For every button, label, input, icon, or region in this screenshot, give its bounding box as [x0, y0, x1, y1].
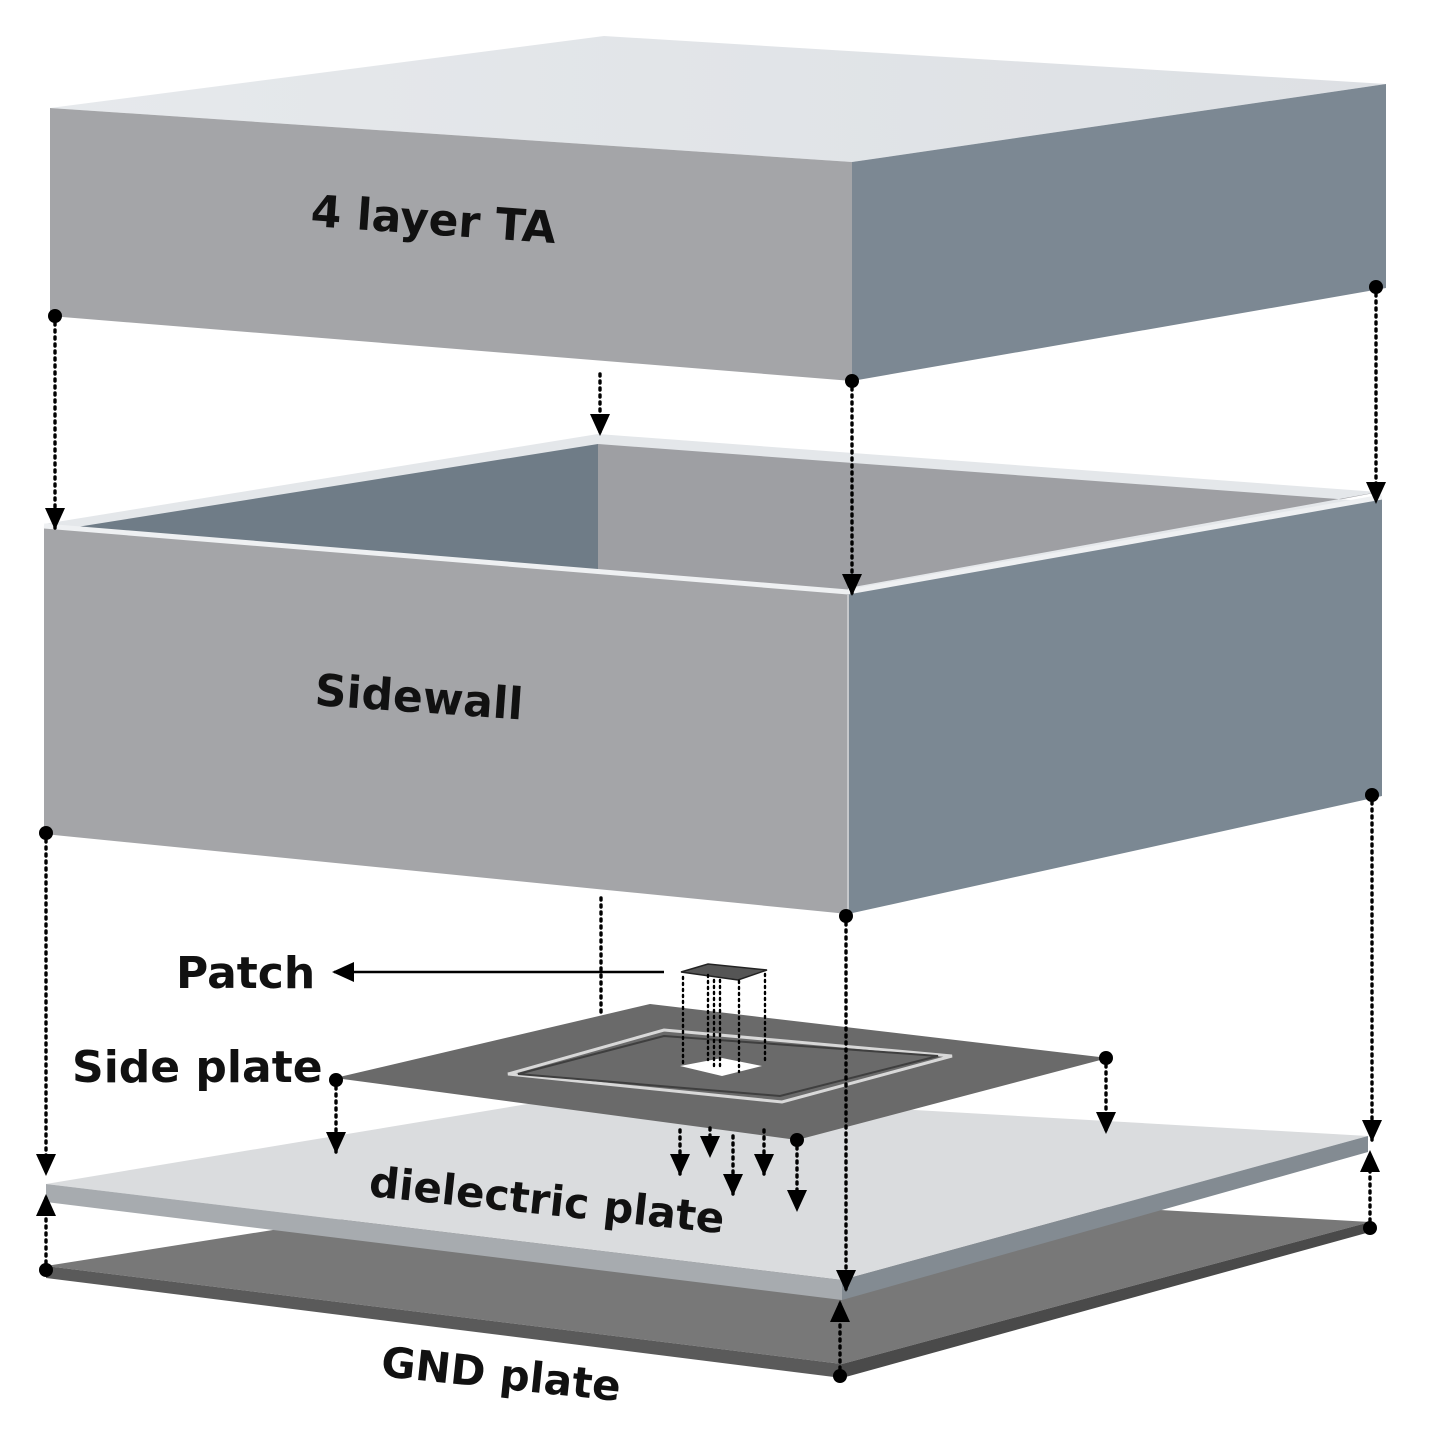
side-plate-inner-slot	[517, 1034, 939, 1098]
ta-block-front-face	[50, 108, 852, 381]
dielectric-plate-top	[46, 1092, 1368, 1280]
label-side-plate: Side plate	[72, 1042, 323, 1093]
sidewall-inner-back	[598, 437, 1374, 594]
dielectric-plate-side-edge	[842, 1136, 1368, 1300]
connectors	[36, 280, 1386, 1383]
label-gnd-plate: GND plate	[379, 1337, 623, 1411]
patch-body	[680, 963, 768, 981]
gnd-plate-side-edge	[842, 1222, 1370, 1378]
side-plate-outer-slot	[507, 1028, 953, 1104]
connector-endpoints	[39, 280, 1383, 1383]
patch	[680, 963, 768, 1074]
dielectric-plate-front-edge	[46, 1184, 842, 1300]
dielectric-plate	[46, 1092, 1368, 1300]
gnd-plate-front-edge	[46, 1266, 842, 1378]
side-plate	[335, 1004, 1108, 1140]
sidewall	[43, 434, 1383, 914]
label-patch: Patch	[176, 948, 315, 999]
sidewall-side-face	[848, 497, 1382, 914]
ta-block-top-face	[50, 36, 1386, 162]
side-plate-window	[680, 1058, 762, 1076]
ta-block-side-face	[852, 84, 1386, 381]
ta-block	[50, 36, 1386, 381]
sidewall-front-face	[44, 526, 848, 914]
